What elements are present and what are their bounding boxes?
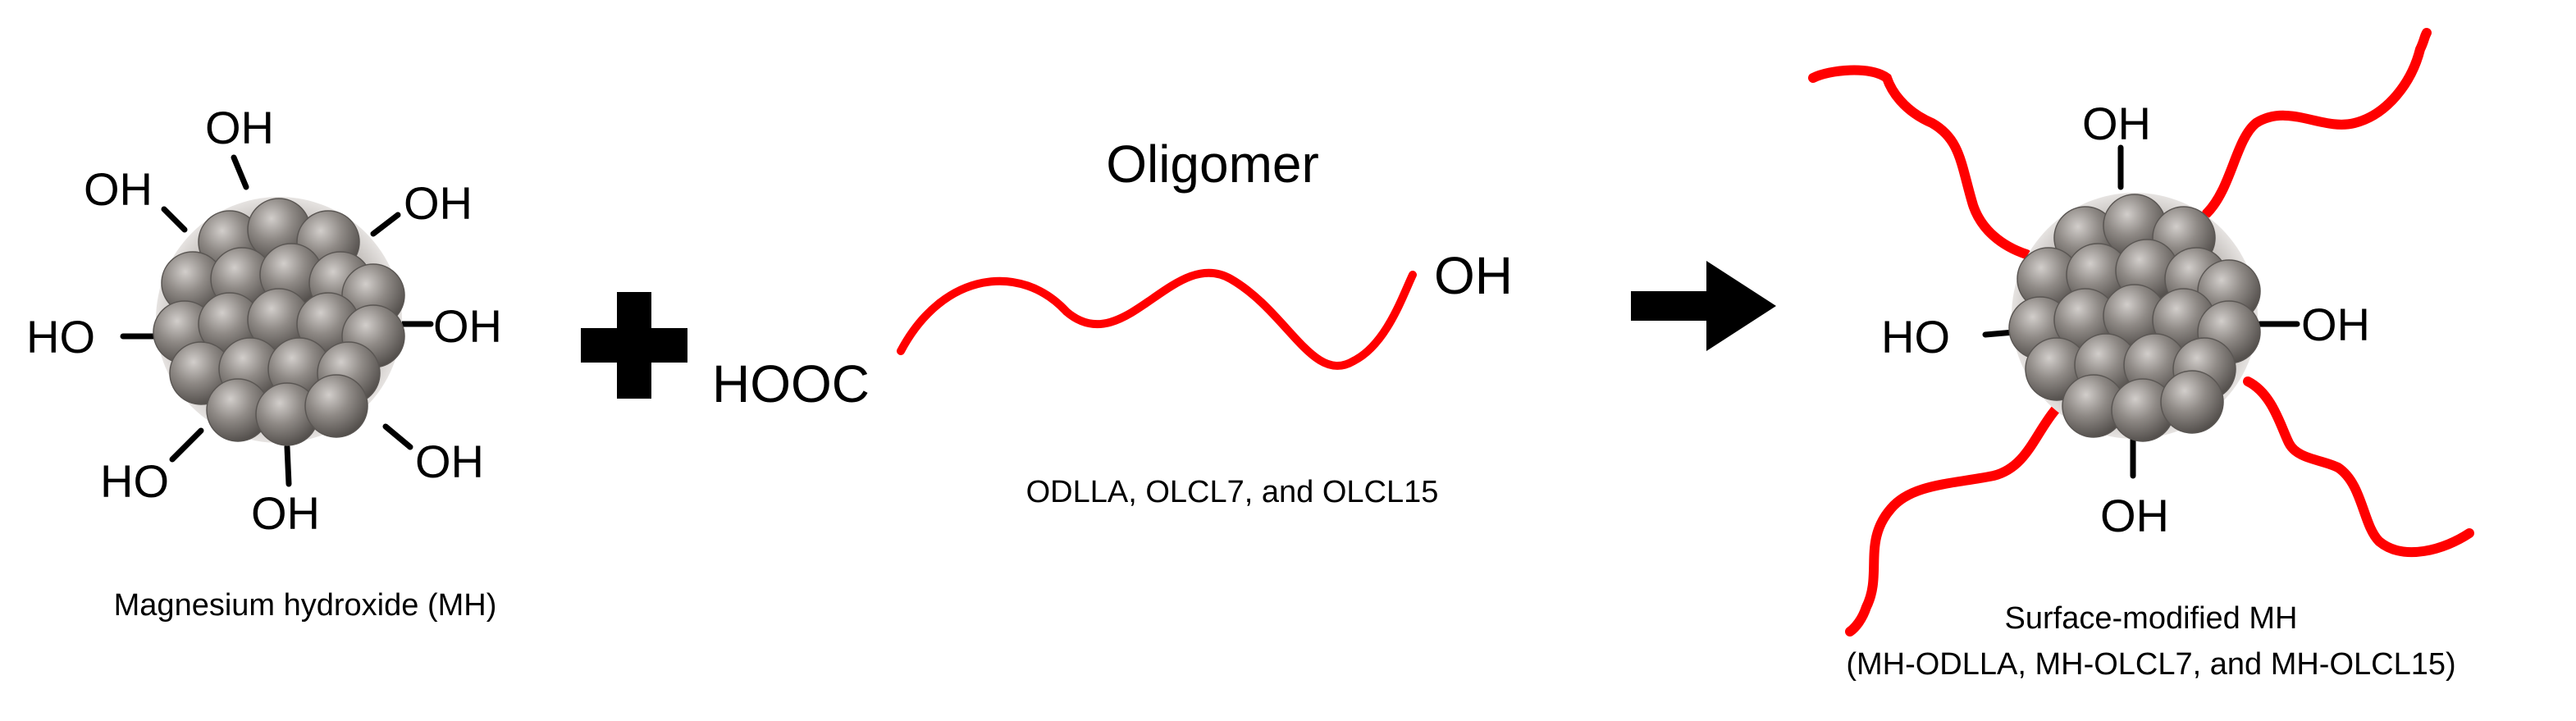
oligomer-right-end: OH: [1434, 246, 1513, 305]
oligomer: Oligomer HOOC OH ODLLA, OLCL7, and OLCL1…: [712, 135, 1513, 509]
product-caption-line1: Surface-modified MH: [2005, 601, 2298, 636]
mh-product: OH HO OH OH Surface-modified MH (MH-ODLL…: [1808, 28, 2474, 682]
chain-upper-left: [1808, 65, 2031, 259]
oligomer-caption: ODLLA, OLCL7, and OLCL15: [1026, 475, 1439, 509]
particle-sphere: [304, 374, 368, 438]
mh-group-lower-left: HO: [100, 455, 169, 507]
grafted-chains: [1808, 28, 2474, 637]
mh-group-top: OH: [205, 102, 274, 153]
mh-group-upper-right: OH: [404, 177, 473, 229]
product-group-right: OH: [2301, 299, 2370, 350]
oligomer-left-end: HOOC: [712, 354, 870, 413]
product-group-top: OH: [2082, 98, 2151, 149]
particle-sphere: [2160, 370, 2224, 434]
chain-lower-right: [2243, 376, 2474, 557]
mh-caption: Magnesium hydroxide (MH): [114, 588, 497, 623]
mh-reactant: OH OH OH HO OH HO OH OH Magnesium hydrox…: [26, 102, 502, 623]
product-group-left: HO: [1881, 311, 1950, 363]
mh-group-right: OH: [433, 300, 502, 352]
oligomer-chain: [897, 268, 1417, 370]
chain-upper-right: [2202, 28, 2432, 218]
oligomer-title: Oligomer: [1106, 135, 1319, 194]
mh-group-lower-right: OH: [415, 436, 484, 487]
mh-bonds: [120, 154, 434, 487]
mh-group-bottom: OH: [251, 487, 320, 539]
reaction-arrow: [1631, 261, 1776, 351]
product-group-bottom: OH: [2100, 490, 2169, 541]
product-caption-line2: (MH-ODLLA, MH-OLCL7, and MH-OLCL15): [1846, 647, 2455, 682]
mh-group-left: HO: [26, 311, 95, 363]
product-particle-cluster: [2008, 193, 2261, 442]
mh-particle-cluster: [153, 197, 405, 446]
mh-group-upper-left: OH: [84, 163, 153, 215]
plus-sign: [581, 292, 687, 399]
chain-lower-left: [1845, 405, 2060, 637]
